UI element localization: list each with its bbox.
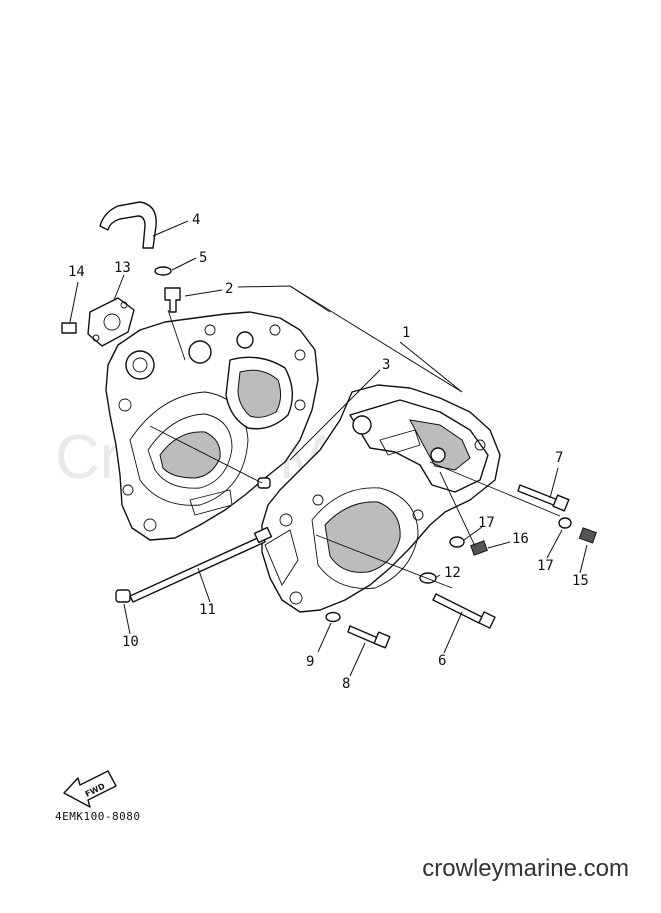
callout-14: 14 [68, 264, 85, 280]
callout-1: 1 [402, 325, 410, 341]
callout-labels: 4 5 2 1 3 14 13 11 10 9 8 6 12 17 16 7 1… [68, 212, 589, 692]
fwd-arrow-icon: FWD [63, 770, 117, 808]
gasket-plate[interactable] [87, 297, 135, 347]
breather-hose[interactable] [99, 201, 157, 249]
washer-17a[interactable] [449, 536, 465, 548]
callout-13: 13 [114, 260, 131, 276]
hose-clamp[interactable] [154, 266, 172, 276]
callout-8: 8 [342, 676, 350, 692]
assembly-lines [149, 309, 561, 589]
callout-17a: 17 [478, 515, 495, 531]
leader-lines [69, 220, 588, 677]
bolt-7[interactable] [517, 484, 559, 507]
dowel-pin[interactable] [115, 589, 131, 603]
bolt-6[interactable] [432, 593, 483, 624]
bolt-15[interactable] [578, 527, 597, 544]
callout-16: 16 [512, 531, 529, 547]
breather-fitting[interactable] [164, 287, 181, 313]
callout-7: 7 [555, 450, 563, 466]
website-footer[interactable]: crowleymarine.com [422, 855, 629, 882]
stud-bolt-11[interactable] [129, 535, 266, 603]
callout-10: 10 [122, 634, 139, 650]
callout-12: 12 [444, 565, 461, 581]
callout-9: 9 [306, 654, 314, 670]
left-crankcase[interactable] [105, 311, 319, 541]
o-ring[interactable] [419, 572, 437, 584]
callout-11: 11 [199, 602, 216, 618]
guide-pin [257, 477, 271, 489]
bolt-14[interactable] [61, 322, 77, 334]
callout-2: 2 [225, 281, 233, 297]
washer-9[interactable] [325, 611, 341, 623]
callout-6: 6 [438, 653, 446, 669]
callout-15: 15 [572, 573, 589, 589]
diagram-code: 4EMK100-8080 [55, 810, 140, 823]
callout-4: 4 [192, 212, 200, 228]
callout-3: 3 [382, 357, 390, 373]
right-crankcase[interactable] [261, 384, 501, 613]
callout-17b: 17 [537, 558, 554, 574]
bolt-8[interactable] [347, 625, 379, 645]
callout-5: 5 [199, 250, 207, 266]
washer-17b[interactable] [558, 517, 572, 529]
bolt-16[interactable] [470, 540, 488, 556]
